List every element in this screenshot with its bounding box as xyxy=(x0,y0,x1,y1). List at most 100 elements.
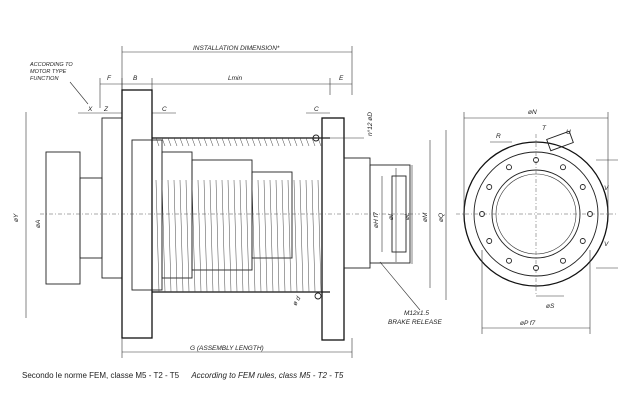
dim-N: øN xyxy=(528,109,537,116)
groove-bottom xyxy=(263,179,268,293)
groove-bottom xyxy=(167,179,172,293)
dim-Lmin: Lmin xyxy=(228,75,242,82)
groove-bottom xyxy=(287,179,292,293)
groove-bottom xyxy=(233,179,238,293)
bolt-hole xyxy=(506,257,512,264)
motor-type-label-3: FUNCTION xyxy=(30,76,58,82)
dim-n12-D: n°12 øD xyxy=(366,112,374,136)
groove-top xyxy=(161,137,166,147)
groove-bottom xyxy=(239,179,244,293)
groove-bottom xyxy=(227,179,232,293)
dim-I: øI xyxy=(388,214,395,220)
groove-top xyxy=(305,137,310,147)
groove-bottom xyxy=(293,179,298,293)
dim-V-upper: V xyxy=(604,185,609,192)
groove-bottom xyxy=(317,179,322,293)
groove-bottom xyxy=(179,179,184,293)
groove-bottom xyxy=(185,179,190,293)
groove-top xyxy=(209,137,214,147)
groove-top xyxy=(179,137,184,147)
groove-top xyxy=(251,137,256,147)
groove-bottom xyxy=(209,179,214,293)
front-view: øN R T U V V øS øP f7 xyxy=(456,109,618,334)
groove-top xyxy=(245,137,250,147)
groove-top xyxy=(167,137,172,147)
groove-bottom xyxy=(305,179,310,293)
bolt-hole xyxy=(486,184,493,190)
side-view: INSTALLATION DIMENSION* ACCORDING TO MOT… xyxy=(13,45,447,358)
motor-type-label-1: ACCORDING TO xyxy=(29,62,73,68)
dim-A: øA xyxy=(35,220,42,228)
m12-label: M12x1.5 xyxy=(404,310,429,317)
groove-top xyxy=(233,137,238,147)
bolt-hole xyxy=(486,238,493,244)
dim-E: E xyxy=(339,75,344,82)
groove-bottom xyxy=(269,179,274,293)
groove-bottom xyxy=(197,179,202,293)
dim-F: F xyxy=(107,75,112,82)
groove-top xyxy=(287,137,292,147)
installation-dimension-label: INSTALLATION DIMENSION* xyxy=(193,45,280,52)
groove-top xyxy=(215,137,220,147)
dim-U: U xyxy=(566,129,571,136)
groove-bottom xyxy=(221,179,226,293)
dim-C-left: C xyxy=(162,106,167,113)
groove-bottom xyxy=(257,179,262,293)
dim-P: øP f7 xyxy=(520,320,536,327)
brake-release-label: BRAKE RELEASE xyxy=(388,319,442,326)
groove-bottom xyxy=(215,179,220,293)
groove-top xyxy=(275,137,280,147)
dim-X: X xyxy=(87,106,93,113)
groove-top xyxy=(155,137,160,147)
dim-T: T xyxy=(542,125,547,132)
dim-B: B xyxy=(133,75,138,82)
dim-R: R xyxy=(496,133,501,140)
groove-bottom xyxy=(275,179,280,293)
groove-top xyxy=(197,137,202,147)
bolt-hole xyxy=(560,164,566,171)
dim-L: øL xyxy=(404,212,411,220)
dim-Y: øY xyxy=(13,213,20,222)
dim-S: øS xyxy=(546,303,555,310)
groove-bottom xyxy=(311,179,316,293)
groove-bottom xyxy=(245,179,250,293)
dim-M: øM xyxy=(422,212,429,222)
bolt-hole xyxy=(506,164,512,171)
groove-top xyxy=(239,137,244,147)
groove-bottom xyxy=(299,179,304,293)
groove-bottom xyxy=(161,179,166,293)
dim-G: G (ASSEMBLY LENGTH) xyxy=(190,345,264,352)
groove-bottom xyxy=(173,179,178,293)
dim-V-lower: V xyxy=(604,241,609,248)
dim-C-right: C xyxy=(314,106,319,113)
caption: Secondo le norme FEM, classe M5 - T2 - T… xyxy=(22,371,353,380)
drum-grooves xyxy=(155,137,322,293)
motor-type-label-2: MOTOR TYPE xyxy=(30,69,67,75)
groove-bottom xyxy=(281,179,286,293)
groove-bottom xyxy=(191,179,196,293)
dim-Z: Z xyxy=(103,106,109,113)
groove-top xyxy=(185,137,190,147)
bolt-hole xyxy=(579,184,586,190)
groove-top xyxy=(203,137,208,147)
caption-italian: Secondo le norme FEM, classe M5 - T2 - T… xyxy=(22,371,180,380)
groove-top xyxy=(269,137,274,147)
groove-bottom xyxy=(251,179,256,293)
dim-Q: øQ xyxy=(438,213,445,222)
caption-english: According to FEM rules, class M5 - T2 - … xyxy=(191,371,344,380)
bolt-hole xyxy=(579,238,586,244)
groove-top xyxy=(263,137,268,147)
groove-top xyxy=(191,137,196,147)
groove-top xyxy=(173,137,178,147)
dim-H: øH f7 xyxy=(373,212,380,228)
groove-top xyxy=(221,137,226,147)
groove-top xyxy=(299,137,304,147)
groove-top xyxy=(293,137,298,147)
bolt-hole xyxy=(560,257,566,264)
groove-bottom xyxy=(155,179,160,293)
groove-top xyxy=(311,137,316,147)
groove-top xyxy=(257,137,262,147)
groove-top xyxy=(281,137,286,147)
groove-bottom xyxy=(203,179,208,293)
